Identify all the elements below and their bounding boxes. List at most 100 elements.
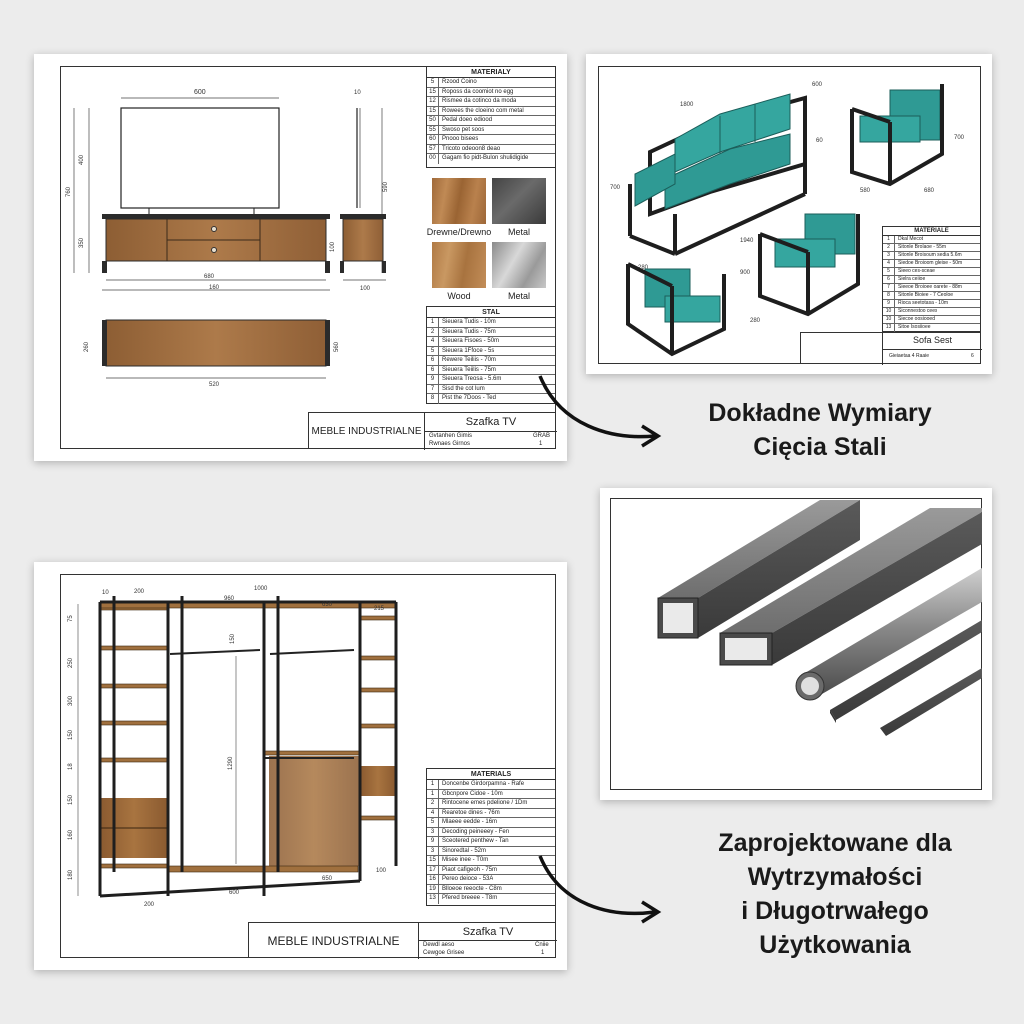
- row-number: 4: [883, 260, 895, 267]
- swatch-label-metal: Metal: [507, 227, 530, 237]
- dim-top-d: 215: [374, 606, 385, 612]
- round-steel-pipe: [795, 568, 982, 701]
- row-number: 50: [427, 116, 439, 125]
- row-text: Sieeo ces-sceae: [898, 268, 935, 274]
- company-name: MEBLE INDUSTRIALNE: [249, 923, 419, 959]
- row-text: Sieuera 1Ffoce - 5s: [442, 347, 495, 354]
- caption-top-line2: Cięcia Stali: [753, 433, 887, 461]
- steel-table-title: STAL: [427, 307, 555, 318]
- row-text: Sitonle Broisoum sedia 5.6m: [898, 252, 962, 258]
- row-text: Pedal doeo ediood: [442, 117, 493, 123]
- row-text: Sieuera Tudis - 10m: [442, 319, 496, 325]
- dim-sofa-h: 700: [610, 185, 621, 191]
- title-sub-1: Gvtanhen Gimis: [429, 433, 473, 439]
- dim-left: 18: [68, 763, 74, 770]
- dim-left-total: 760: [66, 186, 72, 197]
- drawing-title: Sofa Sest: [912, 335, 953, 345]
- title-sub-2: Cewgoe Grisee: [423, 950, 465, 956]
- title-sub-1: Dewdl aeso: [423, 942, 455, 948]
- row-text: Sielra ceiioe: [898, 276, 926, 282]
- dim-left: 150: [68, 729, 74, 740]
- wood-swatch: [432, 178, 486, 224]
- row-text: Piaot cafigeoh - 75m: [442, 866, 498, 873]
- armchair-isometric: [626, 262, 726, 357]
- materials-table-title: MATERIALY: [427, 67, 555, 78]
- steel-profiles-drawing: [657, 500, 982, 736]
- drawer-knob: [211, 247, 217, 253]
- caption-bottom-line3: i Długotrwałego: [741, 897, 929, 925]
- title-sub: Gieiaetaa 4 Raaie: [889, 353, 930, 359]
- row-text: Siconnestoo cees: [898, 308, 938, 314]
- row-number: 6: [427, 356, 439, 365]
- dim-left: 250: [68, 657, 74, 668]
- row-number: 13: [427, 894, 439, 904]
- dim-chair2-d: 280: [750, 318, 761, 324]
- row-text: Sieuera Fisoes - 50m: [442, 338, 500, 344]
- title-page: 6: [971, 353, 974, 359]
- row-number: 3: [427, 846, 439, 855]
- dim-top-c: 630: [322, 602, 333, 608]
- row-number: 8: [427, 394, 439, 404]
- row-text: Misee inee - T0m: [442, 857, 489, 863]
- row-text: Swoso pet soos: [442, 126, 485, 133]
- caption-top-line1: Dokładne Wymiary: [708, 399, 932, 427]
- row-number: 9: [883, 300, 895, 307]
- row-text: Sceotered penthew - Tan: [442, 838, 509, 844]
- row-text: Sinoredtal - 52m: [442, 847, 487, 854]
- dim-left: 75: [68, 615, 74, 622]
- flat-steel-bar: [830, 620, 982, 723]
- row-number: 17: [427, 865, 439, 874]
- row-text: Sitonle Bioiee - 7 Ceoloe: [898, 292, 954, 298]
- row-number: 5: [427, 818, 439, 827]
- dim-plan-left: 260: [84, 341, 90, 352]
- caption-bottom: Zaprojektowane dla Wytrzymałości i Długo…: [660, 826, 1010, 962]
- row-text: Pnooo bisees: [442, 136, 479, 142]
- row-number: 2: [883, 244, 895, 251]
- row-text: Rearetoe dines - 76m: [442, 809, 500, 816]
- dim-bot-c: 650: [322, 876, 333, 882]
- drawing-border: [610, 498, 982, 790]
- row-number: 3: [427, 827, 439, 836]
- dim-upper: 150: [230, 633, 236, 644]
- row-text: Rintocene emes pdelione / 1Dm: [442, 800, 528, 806]
- row-text: Roposs da coomiot no egg: [442, 88, 514, 95]
- dim-top-width: 600: [194, 89, 206, 96]
- row-number: 12: [427, 97, 439, 106]
- tv-screen: [120, 107, 280, 209]
- dim-chair-d: 680: [924, 188, 935, 194]
- drawing-title: Szafka TV: [419, 923, 557, 941]
- row-number: 9: [427, 837, 439, 846]
- row-number: 16: [427, 875, 439, 884]
- dim-side-height: 590: [383, 181, 389, 192]
- armchair-isometric: [758, 213, 860, 317]
- tv-cabinet-drawing: 600 400 760 350 100 680 160 10 590: [66, 89, 389, 388]
- dim-inner-h: 1290: [228, 756, 234, 770]
- arrow-top: [538, 375, 662, 448]
- row-text: Mlaeee eedde - 16m: [442, 819, 498, 825]
- row-number: 19: [427, 884, 439, 893]
- materials-table-title: MATERIALE: [883, 227, 980, 236]
- row-number: 1: [427, 789, 439, 798]
- dim-inner-width: 680: [204, 274, 215, 280]
- row-number: 5: [427, 346, 439, 355]
- drawer-knob: [211, 226, 217, 232]
- dim-sofa-len: 1800: [680, 102, 694, 108]
- row-number: 5: [427, 78, 439, 87]
- row-number: 2: [427, 799, 439, 808]
